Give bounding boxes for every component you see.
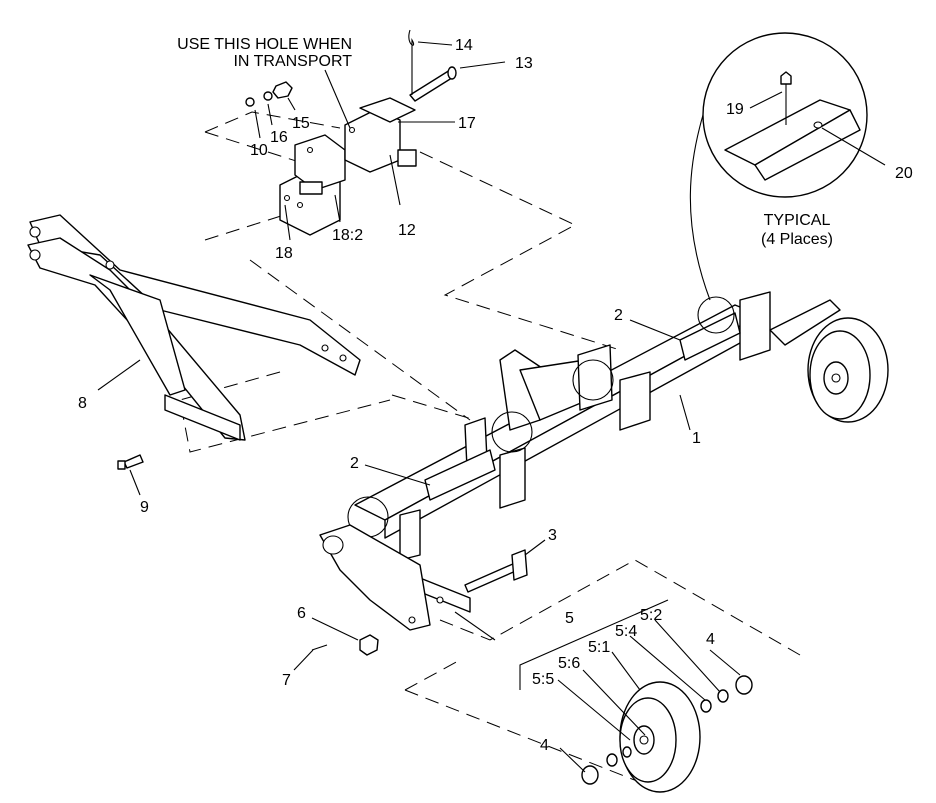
callout-9: 9	[140, 499, 149, 516]
callout-1: 1	[692, 430, 701, 447]
pin-13-clip-14	[408, 29, 457, 102]
main-axle-frame	[319, 291, 771, 631]
callout-10: 10	[250, 142, 268, 159]
note-transport-line1: USE THIS HOLE WHEN	[177, 36, 352, 53]
callout-8: 8	[78, 395, 87, 412]
text-labels: USE THIS HOLE WHEN IN TRANSPORT TYPICAL …	[78, 36, 913, 754]
callout-16: 16	[270, 129, 288, 146]
note-typical-line1: TYPICAL	[764, 212, 831, 229]
callout-15: 15	[292, 115, 310, 132]
callout-19: 19	[726, 101, 744, 118]
callout-5-5: 5:5	[532, 671, 554, 688]
bracket-18	[279, 134, 346, 236]
callout-6: 6	[297, 605, 306, 622]
callout-18-2: 18:2	[332, 227, 363, 244]
callout-12: 12	[398, 222, 416, 239]
callout-7: 7	[282, 672, 291, 689]
callout-18: 18	[275, 245, 293, 262]
callout-3: 3	[548, 527, 557, 544]
callout-2-lower: 2	[350, 455, 359, 472]
nut-6-pin-7	[311, 634, 379, 656]
callout-5-1: 5:1	[588, 639, 610, 656]
rear-wheel-assembly	[769, 299, 889, 423]
bracket-12-17	[344, 97, 417, 173]
callout-20: 20	[895, 165, 913, 182]
adjusting-bolt-3	[464, 549, 528, 593]
front-wheel-assembly	[519, 599, 753, 793]
leader-lines	[97, 41, 886, 773]
callout-5-2: 5:2	[640, 607, 662, 624]
assembly-guide-lines	[179, 111, 801, 793]
callout-5-4: 5:4	[615, 623, 637, 640]
note-transport-line2: IN TRANSPORT	[233, 53, 352, 70]
hardware-10-16-15	[245, 81, 293, 107]
hitch-frame	[27, 214, 361, 441]
callout-13: 13	[515, 55, 533, 72]
callout-17: 17	[458, 115, 476, 132]
bolt-9	[117, 454, 144, 470]
callout-2-upper: 2	[614, 307, 623, 324]
callout-4-left: 4	[540, 737, 549, 754]
typical-detail	[689, 32, 868, 301]
note-typical-line2: (4 Places)	[761, 231, 833, 248]
callout-4-right: 4	[706, 631, 715, 648]
callout-14: 14	[455, 37, 473, 54]
callout-5: 5	[565, 610, 574, 627]
callout-5-6: 5:6	[558, 655, 580, 672]
